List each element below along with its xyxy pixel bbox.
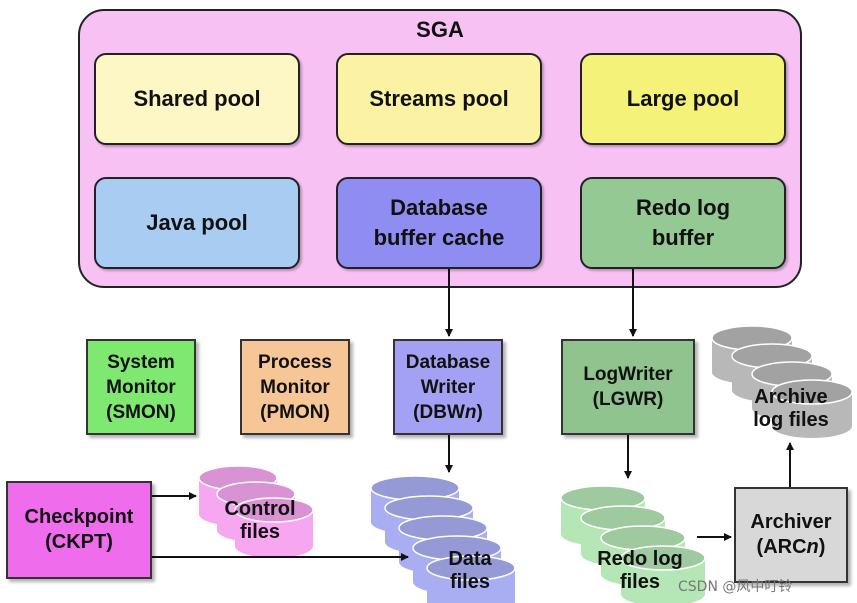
arcn-label-line1: Archiver bbox=[750, 511, 832, 533]
control-files-label: Control files bbox=[224, 498, 296, 543]
dbwn-label-suffix: ) bbox=[476, 401, 483, 423]
archive-log-file-cylinder-4 bbox=[771, 379, 853, 438]
arcn-label-prefix: (ARC bbox=[756, 536, 807, 558]
arcn-process: Archiver (ARCn) bbox=[734, 487, 848, 583]
java-pool: Java pool bbox=[94, 177, 300, 269]
database-buffer-cache: Database buffer cache bbox=[336, 177, 542, 269]
file-cylinders bbox=[198, 325, 853, 603]
streams-pool: Streams pool bbox=[336, 53, 542, 145]
pmon-process: Process Monitor (PMON) bbox=[240, 339, 350, 435]
redo-log-buffer: Redo log buffer bbox=[580, 177, 786, 269]
dbwn-label-prefix: (DBW bbox=[413, 401, 465, 423]
sga-title: SGA bbox=[416, 17, 464, 42]
lgwr-process: LogWriter (LGWR) bbox=[561, 339, 695, 435]
dbwn-process: Database Writer (DBWn) bbox=[393, 339, 503, 435]
data-file-cylinder-5 bbox=[426, 555, 516, 603]
dbwn-label-line2: Writer bbox=[420, 376, 476, 398]
ckpt-process: Checkpoint (CKPT) bbox=[6, 481, 152, 579]
redo-log-file-cylinder-4 bbox=[620, 545, 706, 603]
smon-process: System Monitor (SMON) bbox=[86, 339, 196, 435]
dbwn-label-italic: n bbox=[464, 401, 477, 423]
arcn-label-italic: n bbox=[806, 536, 819, 558]
arcn-label-line2: (ARCn) bbox=[757, 535, 826, 560]
control-file-cylinder-3 bbox=[234, 497, 314, 558]
dbwn-label-line1: Database bbox=[405, 351, 491, 373]
watermark: CSDN @风中叮铃 bbox=[678, 579, 793, 595]
redo-log-files-label: Redo log files bbox=[597, 548, 683, 593]
archive-log-files-label: Archive log files bbox=[753, 386, 829, 431]
large-pool: Large pool bbox=[580, 53, 786, 145]
shared-pool: Shared pool bbox=[94, 53, 300, 145]
arcn-label-suffix: ) bbox=[818, 536, 826, 558]
dbwn-label-line3: (DBWn) bbox=[413, 400, 483, 425]
data-files-label: Data files bbox=[448, 548, 492, 593]
